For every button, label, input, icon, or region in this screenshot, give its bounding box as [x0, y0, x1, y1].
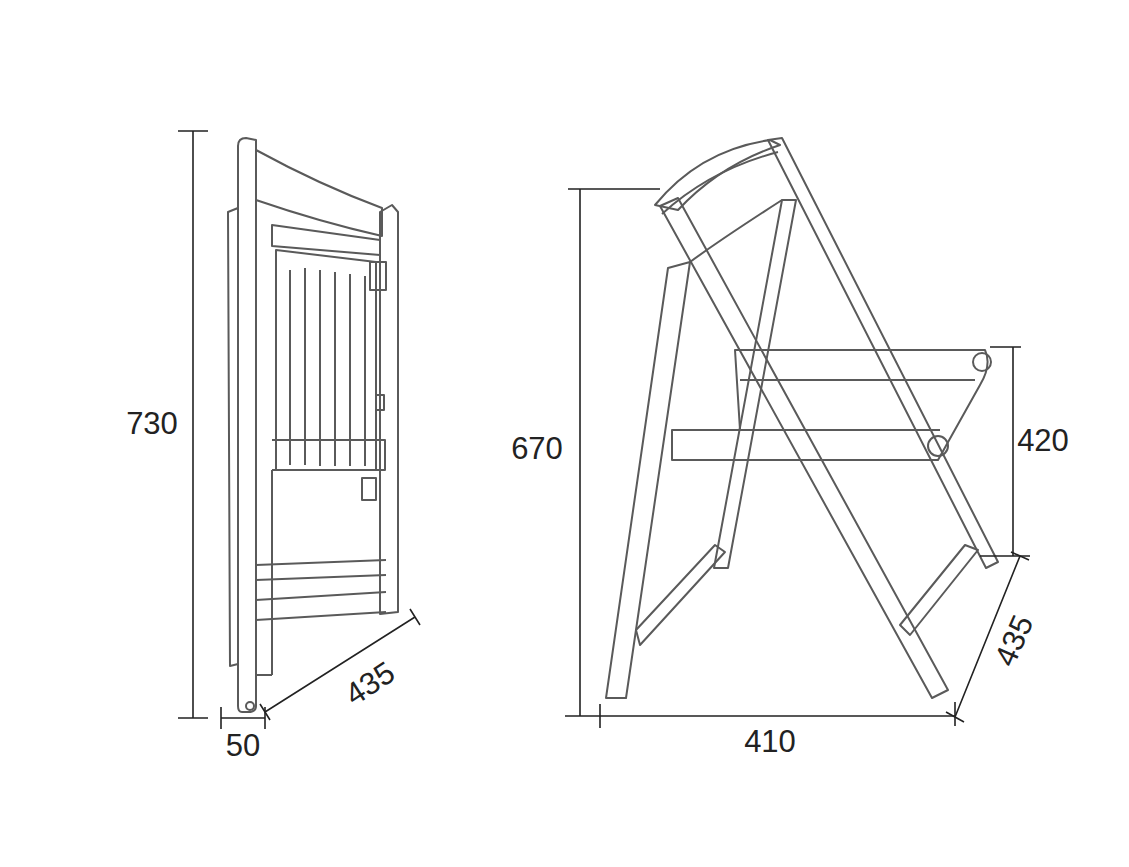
dimension-label: 410	[744, 726, 796, 757]
dimension-label: 670	[511, 433, 563, 464]
dimension-label: 50	[226, 730, 260, 761]
folded-chair	[228, 138, 398, 712]
dimension-label: 435	[340, 656, 400, 710]
dimension-label: 730	[126, 408, 178, 439]
dimension-label: 420	[1017, 425, 1069, 456]
dimension-label: 435	[989, 610, 1038, 670]
open-chair	[606, 138, 998, 698]
dimension-lines	[178, 131, 1030, 729]
